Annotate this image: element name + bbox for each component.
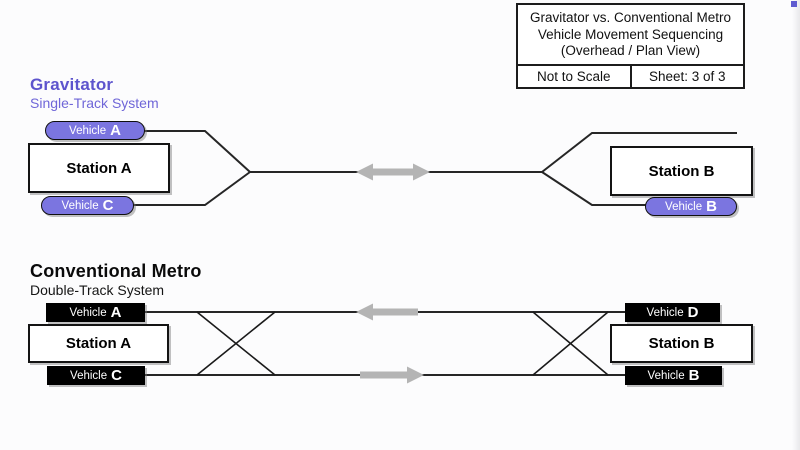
- title-line-3: (Overhead / Plan View): [560, 43, 701, 58]
- title-line-2: Vehicle Movement Sequencing: [537, 26, 724, 42]
- metro-vehicle-c: Vehicle C: [47, 366, 145, 385]
- vehicle-letter: B: [688, 367, 700, 384]
- metro-vehicle-b: Vehicle B: [625, 366, 722, 385]
- metro-station-a: Station A: [28, 324, 169, 363]
- page-edge-shadow: [792, 0, 800, 450]
- gravitator-vehicle-a: Vehicle A: [45, 121, 145, 140]
- vehicle-label: Vehicle: [69, 306, 107, 319]
- gravitator-title: Gravitator: [30, 75, 114, 94]
- vehicle-letter: C: [111, 367, 122, 384]
- metro-crossover-right: [532, 311, 609, 376]
- sheet-number: Sheet: 3 of 3: [629, 65, 744, 87]
- vehicle-letter: A: [110, 304, 122, 321]
- gravitator-subtitle: Single-Track System: [30, 94, 159, 111]
- vehicle-label: Vehicle: [70, 369, 108, 382]
- gravitator-section-heading: Gravitator Single-Track System: [30, 75, 159, 111]
- vehicle-label: Vehicle: [69, 124, 107, 137]
- metro-vehicle-d: Vehicle D: [625, 303, 720, 322]
- vehicle-label: Vehicle: [665, 200, 703, 213]
- corner-dot-icon: [791, 1, 797, 7]
- vehicle-label: Vehicle: [61, 199, 99, 212]
- vehicle-letter: C: [102, 197, 114, 214]
- leftward-flow-arrow-icon: [356, 303, 418, 321]
- rightward-flow-arrow-icon: [360, 366, 424, 384]
- metro-title: Conventional Metro: [30, 261, 202, 281]
- vehicle-letter: D: [687, 304, 699, 321]
- title-block-footer: Not to Scale Sheet: 3 of 3: [518, 63, 744, 87]
- metro-tracks: [145, 311, 625, 376]
- gravitator-vehicle-b: Vehicle B: [645, 197, 737, 216]
- gravitator-vehicle-c: Vehicle C: [41, 196, 134, 215]
- metro-station-b: Station B: [610, 324, 753, 363]
- metro-section-heading: Conventional Metro Double-Track System: [30, 261, 202, 298]
- metro-subtitle: Double-Track System: [30, 281, 165, 298]
- title-block-text: Gravitator vs. Conventional Metro Vehicl…: [518, 5, 743, 64]
- title-line-1: Gravitator vs. Conventional Metro: [529, 10, 732, 25]
- scale-note: Not to Scale: [536, 68, 611, 84]
- gravitator-station-b: Station B: [610, 146, 753, 196]
- vehicle-label: Vehicle: [646, 306, 684, 319]
- metro-vehicle-a: Vehicle A: [46, 303, 145, 322]
- gravitator-station-a: Station A: [28, 143, 170, 193]
- metro-crossover-left: [196, 311, 276, 376]
- vehicle-label: Vehicle: [647, 369, 685, 382]
- bidirectional-arrow-icon: [356, 163, 430, 181]
- vehicle-letter: B: [706, 198, 717, 215]
- vehicle-letter: A: [110, 122, 121, 139]
- drawing-title-block: Gravitator vs. Conventional Metro Vehicl…: [516, 3, 745, 89]
